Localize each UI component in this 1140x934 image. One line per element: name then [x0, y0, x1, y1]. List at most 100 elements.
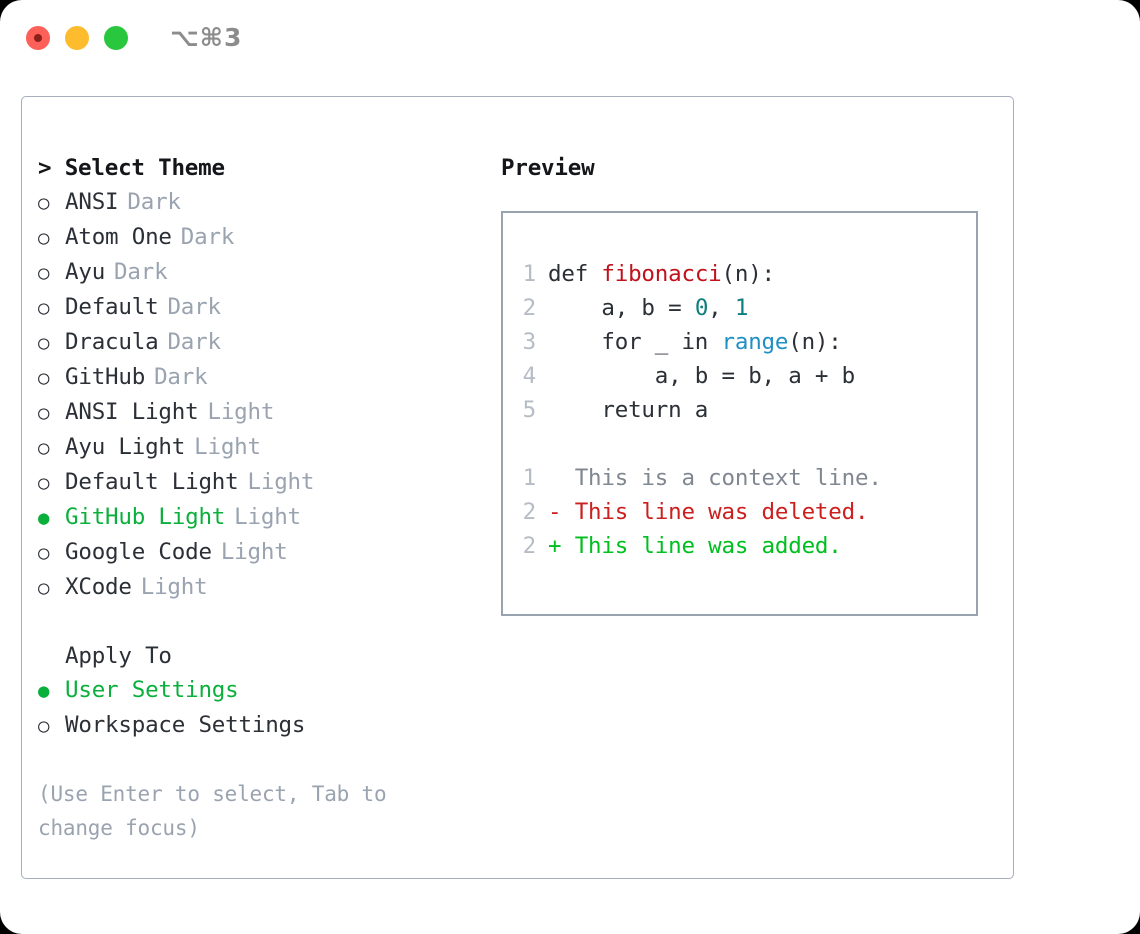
line-number: 1 [522, 465, 537, 491]
theme-option-ansi[interactable]: ○ ANSI Dark [38, 185, 490, 220]
theme-variant-tag: Light [194, 434, 261, 460]
code-token-plain: a, b = b, a + b [548, 363, 855, 389]
theme-option-default-light[interactable]: ○ Default Light Light [38, 465, 490, 500]
theme-option-label: XCode [65, 574, 132, 600]
apply-to-option-workspace-settings[interactable]: ○ Workspace Settings [38, 708, 490, 743]
theme-variant-tag: Dark [167, 329, 221, 355]
select-theme-header: > Select Theme [38, 155, 225, 181]
line-number: 1 [522, 261, 537, 287]
code-line: 3 for _ in range(n): [518, 325, 976, 359]
diff-sample: 1 This is a context line. 2- This line wa… [518, 461, 976, 563]
code-token-plain: (n): [721, 261, 776, 287]
code-token-fn: fibonacci [601, 261, 722, 287]
radio-unselected-icon: ○ [38, 192, 50, 214]
radio-unselected-icon: ○ [38, 402, 50, 424]
radio-unselected-icon: ○ [38, 542, 50, 564]
diff-line-text: This line was added. [574, 533, 842, 559]
diff-line-text: This is a context line. [574, 465, 882, 491]
code-token-bi: range [721, 329, 789, 355]
theme-option-label: ANSI [65, 189, 119, 215]
theme-variant-tag: Dark [114, 259, 168, 285]
theme-option-label: Default [65, 294, 159, 320]
theme-option-label: GitHub [65, 364, 146, 390]
apply-to-option-label: Workspace Settings [65, 712, 306, 738]
radio-unselected-icon: ○ [38, 367, 50, 389]
radio-unselected-icon: ○ [38, 332, 50, 354]
apply-to-option-label: User Settings [65, 677, 239, 703]
zoom-window-icon[interactable] [104, 26, 128, 50]
theme-variant-tag: Dark [180, 224, 235, 250]
theme-option-label: Dracula [65, 329, 159, 355]
theme-option-ayu-light[interactable]: ○ Ayu Light Light [38, 430, 490, 465]
close-window-icon[interactable] [26, 26, 50, 50]
theme-variant-tag: Dark [167, 294, 221, 320]
line-number: 5 [522, 397, 537, 423]
code-line-content: a, b = b, a + b [548, 359, 855, 393]
radio-unselected-icon: ○ [38, 262, 50, 284]
theme-option-label: Default Light [65, 469, 239, 495]
line-number: 4 [522, 363, 537, 389]
diff-marker [548, 461, 575, 495]
theme-option-atom-one[interactable]: ○ Atom One Dark [38, 220, 490, 255]
code-line-content: for _ in range(n): [548, 325, 842, 359]
theme-option-label: Atom One [65, 224, 172, 250]
code-token-plain: def [548, 261, 602, 287]
theme-option-label: GitHub Light [65, 504, 226, 530]
radio-unselected-icon: ○ [38, 437, 50, 459]
diff-line-add: 2 + This line was added. [518, 529, 976, 563]
radio-unselected-icon: ○ [38, 472, 50, 494]
diff-line-text: This line was deleted. [574, 499, 869, 525]
apply-to-list: ● User Settings ○ Workspace Settings [38, 673, 490, 743]
code-token-num: 1 [734, 295, 749, 321]
theme-option-dracula[interactable]: ○ Dracula Dark [38, 325, 490, 360]
theme-variant-tag: Dark [154, 364, 208, 390]
theme-option-github[interactable]: ○ GitHub Dark [38, 360, 490, 395]
line-number: 2 [522, 295, 537, 321]
radio-selected-icon: ● [38, 680, 50, 702]
theme-variant-tag: Light [140, 574, 208, 600]
line-number: 3 [522, 329, 537, 355]
code-diff-spacer [518, 427, 976, 461]
theme-option-label: ANSI Light [65, 399, 199, 425]
diff-marker: + [548, 533, 575, 559]
title-bar: ⌥⌘3 [0, 0, 1140, 76]
theme-option-default[interactable]: ○ Default Dark [38, 290, 490, 325]
theme-option-label: Google Code [65, 539, 212, 565]
line-number: 2 [522, 533, 537, 559]
theme-variant-tag: Dark [127, 189, 181, 215]
theme-option-label: Ayu [65, 259, 106, 285]
code-token-plain: a, b = [548, 295, 695, 321]
diff-line-del: 2- This line was deleted. [518, 495, 976, 529]
theme-option-label: Ayu Light [65, 434, 186, 460]
code-line-content: return a [548, 393, 708, 427]
code-line: 1 def fibonacci(n): [518, 257, 976, 291]
diff-marker: - [548, 499, 575, 525]
code-token-plain: (n): [788, 329, 842, 355]
theme-option-github-light[interactable]: ● GitHub Light Light [38, 500, 490, 535]
radio-unselected-icon: ○ [38, 227, 50, 249]
code-line: 5 return a [518, 393, 976, 427]
code-token-plain: return a [548, 397, 709, 423]
code-token-num: 0 [694, 295, 709, 321]
code-line: 2 a, b = 0, 1 [518, 291, 976, 325]
radio-unselected-icon: ○ [38, 297, 50, 319]
apply-to-option-user-settings[interactable]: ● User Settings [38, 673, 490, 708]
radio-selected-icon: ● [38, 507, 50, 529]
apply-to-header: Apply To [65, 643, 172, 669]
theme-option-ayu[interactable]: ○ Ayu Dark [38, 255, 490, 290]
code-line-content: def fibonacci(n): [548, 257, 775, 291]
theme-variant-tag: Light [247, 469, 315, 495]
code-line-content: a, b = 0, 1 [548, 291, 748, 325]
theme-variant-tag: Light [234, 504, 301, 530]
minimize-window-icon[interactable] [65, 26, 89, 50]
radio-unselected-icon: ○ [38, 715, 50, 737]
